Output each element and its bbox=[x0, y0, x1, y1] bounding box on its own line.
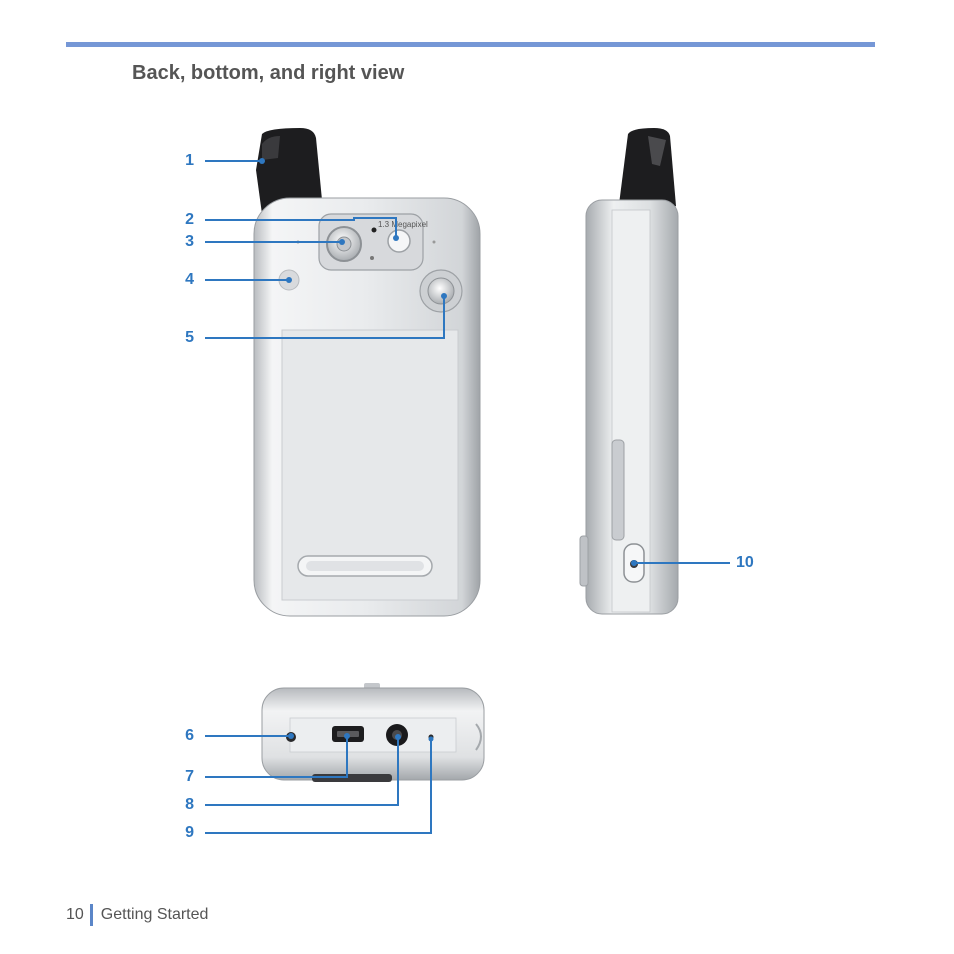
camera-label: 1.3 Megapixel bbox=[378, 220, 428, 229]
leader-7 bbox=[205, 736, 348, 778]
leader-5 bbox=[205, 295, 445, 339]
callout-10: 10 bbox=[736, 554, 754, 571]
callout-9: 9 bbox=[185, 824, 194, 841]
footer-separator bbox=[89, 904, 93, 926]
leader-9 bbox=[205, 739, 432, 834]
leader-lines bbox=[205, 160, 730, 834]
callout-8: 8 bbox=[185, 796, 194, 813]
leader-2 bbox=[205, 217, 397, 238]
page-heading: Back, bottom, and right view bbox=[132, 62, 405, 84]
self-portrait-mirror bbox=[387, 229, 411, 253]
callout-7: 7 bbox=[185, 768, 194, 785]
section-title: Getting Started bbox=[100, 906, 209, 923]
bottom-view bbox=[261, 683, 485, 782]
page-footer: 10 Getting Started bbox=[66, 904, 208, 926]
right-view bbox=[579, 128, 679, 615]
page-number: 10 bbox=[66, 906, 84, 923]
callout-2: 2 bbox=[185, 211, 194, 228]
callout-3: 3 bbox=[185, 233, 194, 250]
leader-8 bbox=[205, 737, 399, 806]
callout-6: 6 bbox=[185, 727, 194, 744]
back-view: 1.3 Megapixel bbox=[253, 128, 481, 617]
callout-4: 4 bbox=[185, 271, 194, 288]
top-rule bbox=[66, 42, 875, 47]
callout-1: 1 bbox=[185, 152, 194, 169]
callout-5: 5 bbox=[185, 329, 194, 346]
battery-cover bbox=[281, 329, 459, 601]
